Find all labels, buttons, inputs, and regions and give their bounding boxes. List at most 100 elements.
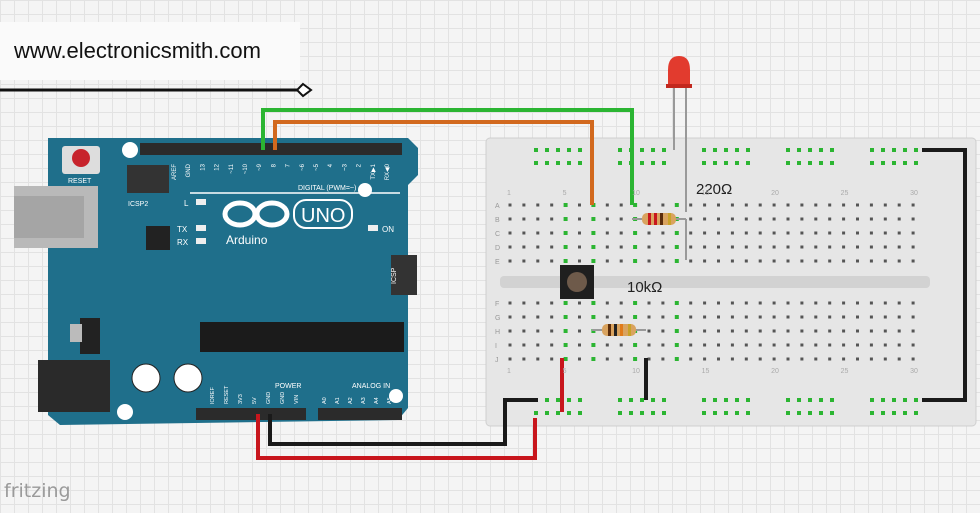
- breadboard-hole: [828, 259, 832, 263]
- column-number: 20: [771, 190, 779, 197]
- breadboard-hole: [883, 217, 887, 221]
- analog-label: ANALOG IN: [352, 383, 390, 390]
- digital-pin-label: ~11: [229, 163, 235, 173]
- rail-hole: [578, 161, 582, 165]
- rail-hole: [735, 161, 739, 165]
- breadboard-hole: [522, 315, 526, 319]
- breadboard-hole: [703, 217, 707, 221]
- breadboard-hole: [661, 231, 665, 235]
- icsp-header: [391, 255, 417, 295]
- breadboard-hole: [842, 231, 846, 235]
- breadboard-hole: [508, 357, 512, 361]
- column-number: 15: [702, 368, 710, 375]
- breadboard-hole: [522, 357, 526, 361]
- rail-hole: [702, 411, 706, 415]
- breadboard-hole: [744, 203, 748, 207]
- breadboard-hole: [842, 259, 846, 263]
- breadboard-hole: [897, 329, 901, 333]
- breadboard-hole: [786, 315, 790, 319]
- orange-wire: [273, 120, 594, 205]
- red-led: [666, 56, 692, 212]
- breadboard-hole: [522, 343, 526, 347]
- rail-hole: [830, 398, 834, 402]
- breadboard-hole: [508, 315, 512, 319]
- rail-hole: [870, 161, 874, 165]
- breadboard-hole: [758, 301, 762, 305]
- reset-label: RESET: [68, 178, 92, 185]
- breadboard-hole: [578, 301, 581, 305]
- breadboard-hole: [536, 259, 540, 263]
- rail-hole: [651, 148, 655, 152]
- breadboard-hole: [536, 231, 540, 235]
- rail-hole: [808, 398, 812, 402]
- breadboard-hole: [744, 357, 748, 361]
- column-number: 30: [910, 368, 918, 375]
- breadboard-hole: [619, 217, 623, 221]
- rail-hole: [870, 398, 874, 402]
- breadboard-hole: [661, 329, 665, 333]
- breadboard-hole: [578, 231, 581, 235]
- rail-hole: [830, 148, 834, 152]
- breadboard-hole: [758, 259, 762, 263]
- breadboard-hole: [703, 231, 707, 235]
- breadboard-hole: [605, 231, 609, 235]
- breadboard-hole: [536, 343, 540, 347]
- breadboard-hole: [856, 315, 859, 319]
- breadboard-hole: [522, 259, 526, 263]
- breadboard-hole: [800, 329, 804, 333]
- rail-hole: [651, 411, 655, 415]
- breadboard-hole: [814, 343, 818, 347]
- breadboard-hole: [897, 217, 901, 221]
- rail-hole: [746, 398, 750, 402]
- breadboard-hole: [550, 315, 554, 319]
- rail-hole: [556, 148, 560, 152]
- breadboard-hole: [578, 343, 581, 347]
- breadboard-hole-connected: [591, 301, 596, 305]
- breadboard-hole: [744, 259, 748, 263]
- url-banner: [0, 22, 300, 80]
- breadboard-hole-connected: [563, 301, 568, 305]
- breadboard-hole-connected: [633, 231, 638, 235]
- column-number: 30: [910, 190, 918, 197]
- breadboard-hole: [605, 301, 609, 305]
- atmega-chip: [200, 322, 404, 352]
- rail-hole: [735, 398, 739, 402]
- breadboard-hole: [703, 329, 707, 333]
- led-rx-label: RX: [177, 238, 189, 247]
- power-label: POWER: [275, 383, 301, 390]
- breadboard-hole: [786, 301, 790, 305]
- analog-pin-label: A0: [322, 397, 328, 404]
- rail-hole: [881, 398, 885, 402]
- breadboard-hole: [703, 245, 707, 249]
- column-number: 15: [702, 190, 710, 197]
- breadboard-hole: [828, 357, 832, 361]
- breadboard-hole: [647, 231, 651, 235]
- rail-hole: [903, 148, 907, 152]
- row-letter: H: [495, 329, 500, 336]
- breadboard-hole: [730, 203, 734, 207]
- column-number: 5: [563, 368, 567, 375]
- breadboard-hole: [619, 245, 623, 249]
- board-model: UNO: [301, 205, 345, 227]
- rail-hole: [578, 148, 582, 152]
- breadboard-hole: [550, 357, 554, 361]
- breadboard-hole: [717, 231, 720, 235]
- rail-hole: [545, 411, 549, 415]
- breadboard-hole: [842, 217, 846, 221]
- breadboard-hole-connected: [563, 231, 568, 235]
- breadboard-hole: [897, 357, 901, 361]
- rail-hole: [819, 161, 823, 165]
- breadboard-hole: [869, 343, 873, 347]
- breadboard-center-channel: [500, 276, 930, 288]
- rail-hole: [914, 411, 918, 415]
- breadboard-hole: [786, 343, 790, 347]
- breadboard-hole: [717, 301, 720, 305]
- breadboard-hole-connected: [563, 329, 568, 333]
- rail-hole: [819, 148, 823, 152]
- breadboard-hole: [647, 315, 651, 319]
- green-wire: [261, 108, 634, 205]
- breadboard-hole: [730, 259, 734, 263]
- breadboard-hole: [883, 231, 887, 235]
- rail-hole: [640, 161, 644, 165]
